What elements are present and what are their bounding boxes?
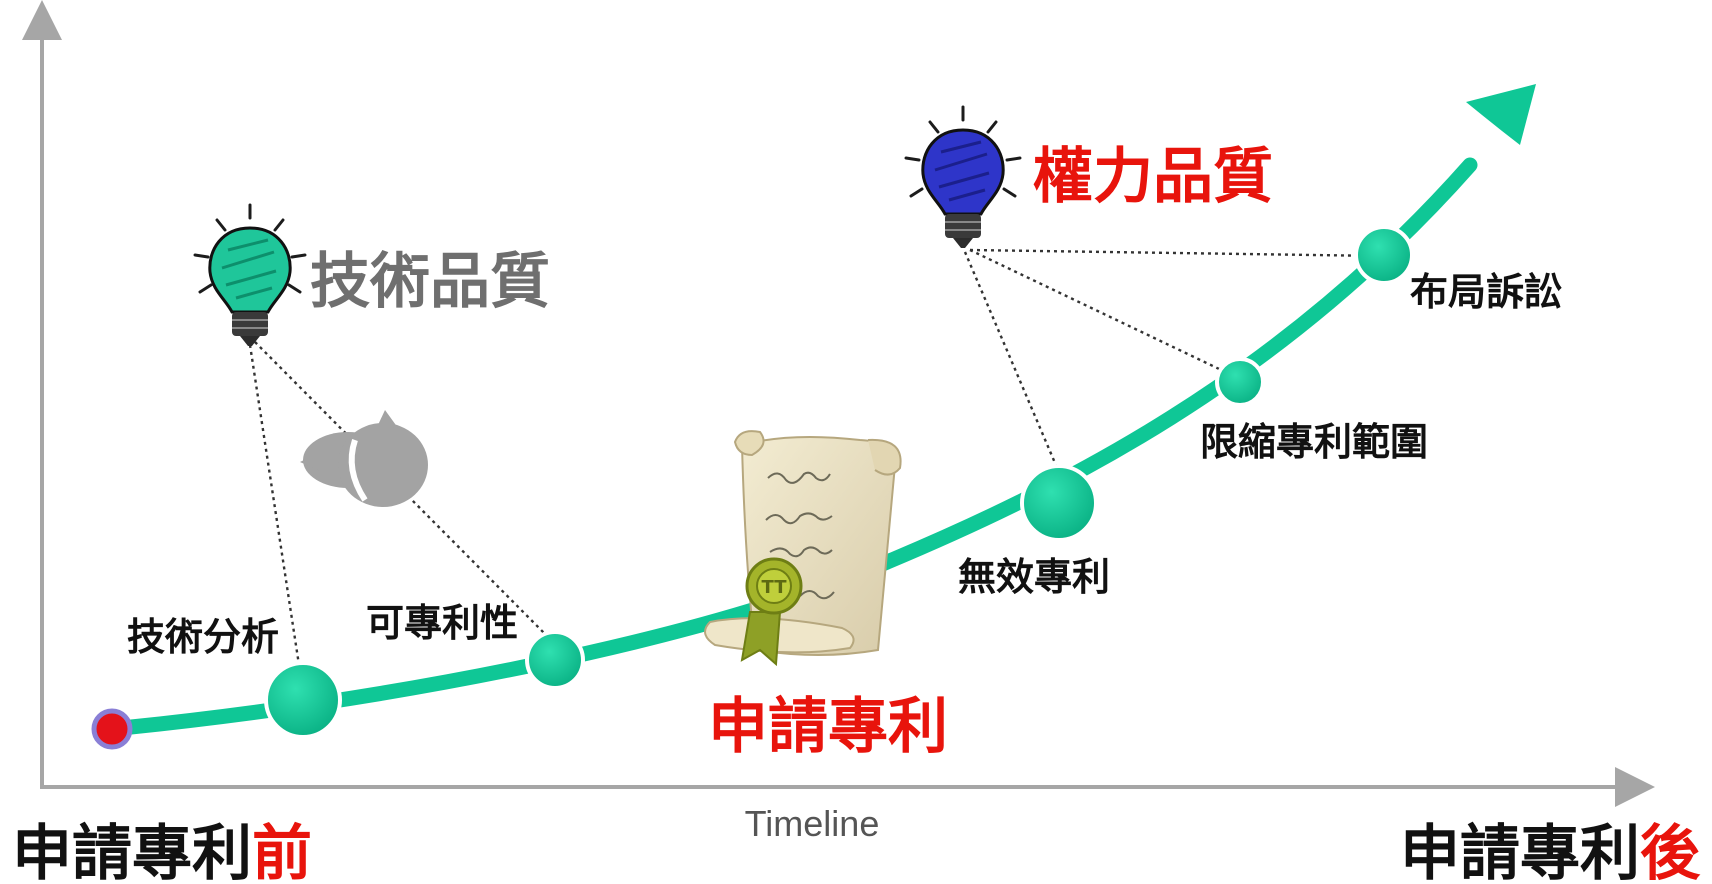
node-litigation bbox=[1354, 225, 1414, 285]
milestone-label-litigation: 布局訴訟 bbox=[1410, 270, 1562, 314]
milestone-label-invalid: 無效專利 bbox=[958, 555, 1110, 599]
milestone-label-apply: 申請專利 bbox=[708, 692, 948, 762]
after-suffix-text: 後 bbox=[1640, 819, 1701, 884]
node-narrow bbox=[1215, 357, 1265, 407]
milestone-label-narrow: 限縮專利範圍 bbox=[1200, 420, 1428, 464]
connector-rights-narrow bbox=[969, 248, 1239, 380]
after-application-label: 申請專利後 bbox=[1400, 819, 1701, 884]
before-application-label: 申請專利前 bbox=[12, 819, 312, 884]
connector-rights-litigation bbox=[969, 248, 1383, 258]
curve-arrowhead bbox=[1466, 84, 1536, 145]
axes bbox=[22, 0, 1655, 807]
node-analysis bbox=[264, 661, 342, 739]
milestone-nodes bbox=[264, 225, 1414, 739]
technical-quality-label: 技術品質 bbox=[310, 247, 550, 317]
lightbulb-icon bbox=[904, 105, 1022, 248]
milestone-label-patentability: 可專利性 bbox=[366, 601, 518, 645]
rights-quality-label: 權力品質 bbox=[1033, 142, 1273, 212]
speech-bubbles-icon bbox=[300, 410, 428, 507]
start-point bbox=[91, 708, 133, 750]
node-patentability bbox=[525, 630, 585, 690]
before-suffix-text: 前 bbox=[252, 819, 312, 884]
before-main-text: 申請專利 bbox=[12, 819, 252, 884]
timeline-label: Timeline bbox=[745, 803, 880, 844]
lightbulb-icon bbox=[193, 203, 307, 346]
svg-text:TT: TT bbox=[762, 577, 788, 598]
milestone-label-analysis: 技術分析 bbox=[127, 615, 279, 659]
node-invalid bbox=[1020, 464, 1098, 542]
connector-technical-analysis bbox=[248, 344, 301, 666]
connector-rights-invalid bbox=[963, 251, 1060, 471]
patent-scroll-icon: TT bbox=[704, 430, 902, 667]
after-main-text: 申請專利 bbox=[1400, 819, 1640, 884]
